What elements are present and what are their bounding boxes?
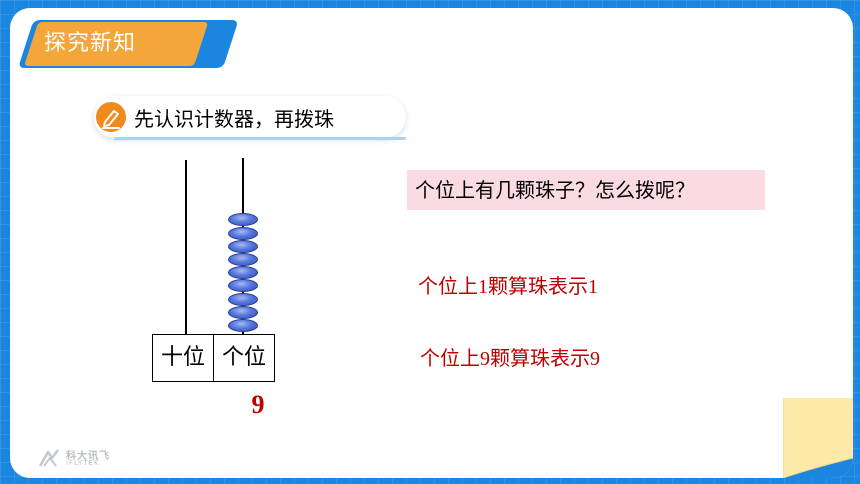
slide-card: 探究新知 先认识计数器，再拨珠 十位 个位 9 个位上有几颗珠子？怎么拨呢？ 个… [10, 8, 853, 478]
answer-line-2: 个位上9颗算珠表示9 [420, 348, 600, 370]
ones-bead[interactable] [228, 213, 258, 227]
tens-rod [185, 160, 187, 334]
abacus-number: 9 [251, 390, 265, 419]
ones-bead[interactable] [228, 253, 258, 266]
ones-bead[interactable] [228, 226, 258, 240]
ones-bead[interactable] [228, 279, 258, 293]
tens-place-label: 十位 [152, 334, 214, 382]
logo-sub: iFLYTEK [66, 459, 100, 467]
question-box: 个位上有几颗珠子？怎么拨呢？ [407, 170, 765, 210]
ones-bead[interactable] [228, 305, 258, 319]
ones-place-label: 个位 [213, 334, 275, 382]
page-curl-decoration [783, 398, 853, 478]
ones-bead[interactable] [228, 292, 258, 306]
ones-bead[interactable] [228, 239, 258, 253]
pencil-icon [96, 102, 126, 132]
logo-icon [38, 449, 59, 467]
ones-bead[interactable] [228, 266, 258, 280]
logo-name: 科大讯飞 [66, 451, 110, 462]
brand-logo: 科大讯飞 iFLYTEK [38, 446, 128, 472]
step-instruction: 先认识计数器，再拨珠 [134, 107, 334, 131]
page-title: 探究新知 [44, 31, 137, 56]
step-banner [94, 96, 406, 140]
ones-bead[interactable] [228, 319, 258, 332]
answer-line-1: 个位上1颗算珠表示1 [418, 276, 598, 298]
